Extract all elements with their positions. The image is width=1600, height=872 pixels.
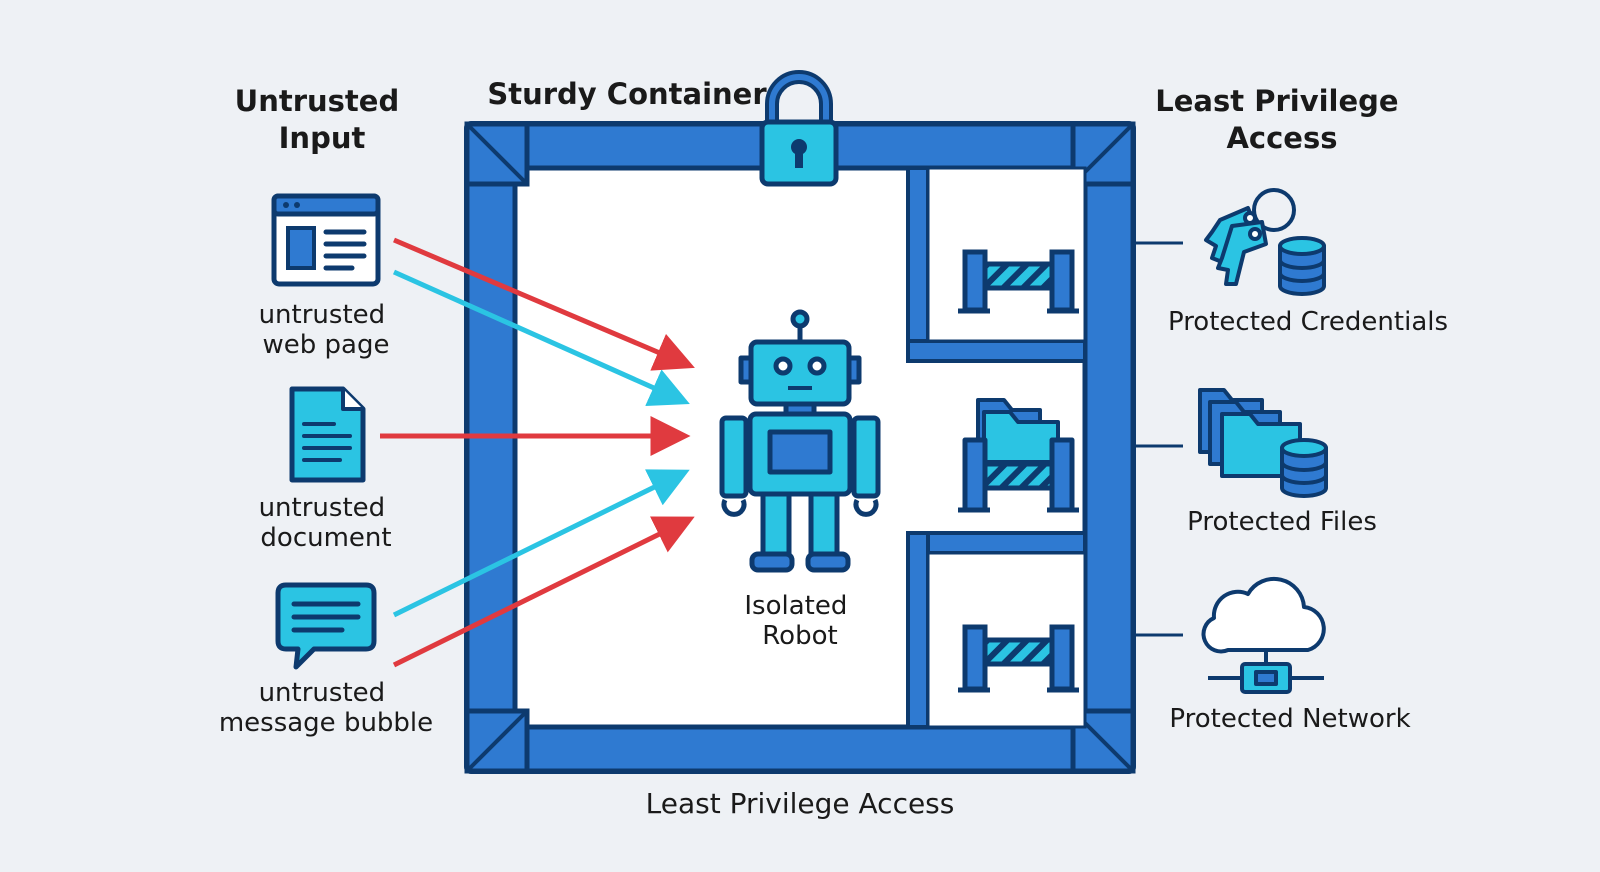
- cloud-network-icon: [1201, 576, 1326, 694]
- document-label: untrusted document: [259, 493, 394, 553]
- cyan-arrow-1: [392, 269, 690, 407]
- connector-lines: [1133, 241, 1183, 637]
- protected-credentials-label: Protected Credentials: [1168, 307, 1448, 337]
- robot-label: Isolated Robot: [744, 591, 855, 651]
- untrusted-input-title: Untrusted Input: [235, 84, 410, 155]
- protected-files-label: Protected Files: [1187, 507, 1377, 537]
- folders-database-icon: [1198, 388, 1328, 498]
- folder-barrier-icon: [958, 398, 1079, 513]
- threat-arrows: [380, 237, 695, 668]
- web-page-label: untrusted web page: [259, 300, 394, 360]
- robot-icon: [719, 309, 881, 573]
- sturdy-container-title: Sturdy Container: [487, 77, 767, 111]
- least-privilege-footer: Least Privilege Access: [646, 787, 955, 820]
- barrier-icon: [958, 249, 1079, 314]
- document-icon: [289, 386, 366, 483]
- barrier-icon: [958, 624, 1079, 693]
- keys-database-icon: [1204, 188, 1326, 296]
- red-arrow-1: [393, 237, 695, 371]
- web-page-icon: [271, 193, 381, 287]
- message-bubble-label: untrusted message bubble: [219, 678, 433, 738]
- cyan-arrow-2: [392, 469, 690, 618]
- message-bubble-icon: [275, 582, 377, 670]
- least-privilege-title: Least Privilege Access: [1155, 84, 1408, 155]
- red-arrow-3: [392, 516, 695, 668]
- padlock-icon: [759, 70, 839, 187]
- protected-network-label: Protected Network: [1169, 704, 1410, 734]
